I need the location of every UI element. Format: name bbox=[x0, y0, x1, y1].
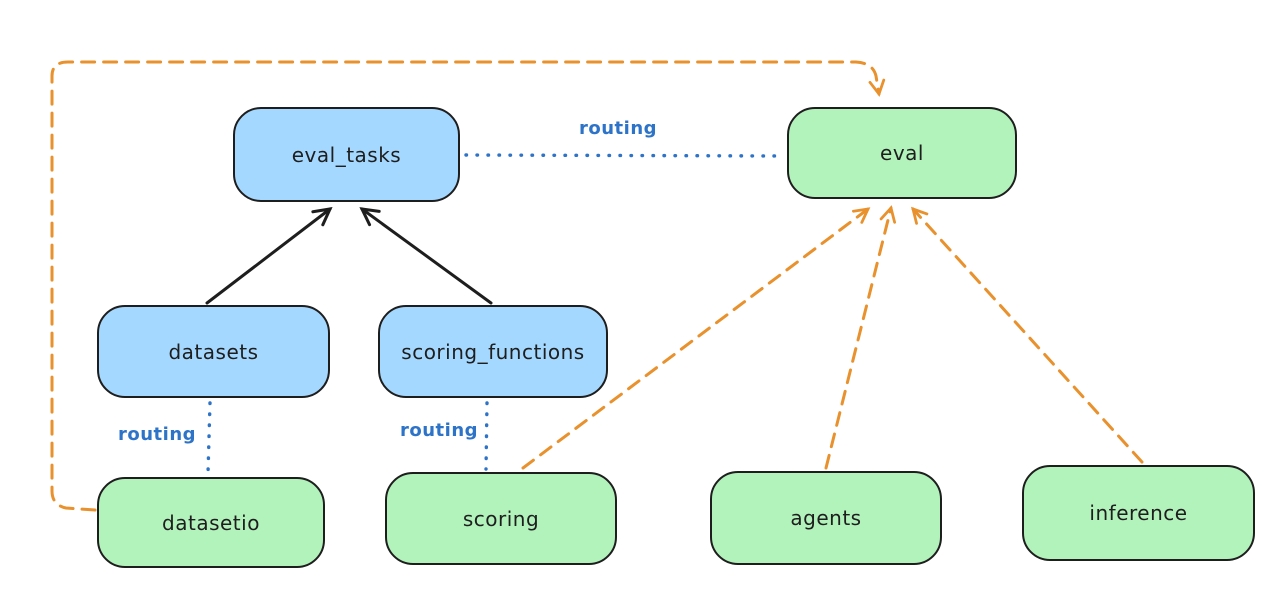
node-inference-label: inference bbox=[1089, 501, 1188, 525]
node-eval-tasks-label: eval_tasks bbox=[291, 142, 402, 167]
edge-datasets-datasetio-routing bbox=[206, 401, 212, 475]
node-datasets: datasets bbox=[97, 305, 330, 398]
node-inference: inference bbox=[1022, 465, 1255, 561]
node-scoring: scoring bbox=[385, 472, 617, 565]
node-scoring-functions-label: scoring_functions bbox=[401, 339, 585, 364]
node-eval: eval bbox=[787, 107, 1017, 199]
node-agents-label: agents bbox=[790, 506, 862, 530]
node-eval-tasks: eval_tasks bbox=[233, 107, 460, 202]
edge-label-routing-scoring: routing bbox=[400, 420, 479, 441]
node-datasetio: datasetio bbox=[97, 477, 325, 568]
edge-scoring-to-eval bbox=[521, 207, 871, 470]
edge-datasets-to-eval-tasks bbox=[205, 207, 333, 305]
edge-label-routing-top: routing bbox=[579, 118, 658, 139]
edge-scoring-functions-to-eval-tasks bbox=[359, 207, 493, 305]
node-agents: agents bbox=[710, 471, 942, 565]
edge-inference-to-eval bbox=[911, 206, 1144, 464]
node-scoring-label: scoring bbox=[462, 506, 540, 531]
edge-agents-to-eval bbox=[824, 205, 897, 470]
node-datasets-label: datasets bbox=[168, 339, 259, 364]
node-datasetio-label: datasetio bbox=[162, 510, 260, 535]
node-eval-label: eval bbox=[880, 141, 924, 165]
node-scoring-functions: scoring_functions bbox=[378, 305, 608, 398]
edge-scoring-functions-scoring-routing bbox=[484, 401, 489, 471]
edge-label-routing-datasets: routing bbox=[118, 424, 197, 445]
edge-eval-tasks-eval-routing bbox=[464, 153, 786, 158]
